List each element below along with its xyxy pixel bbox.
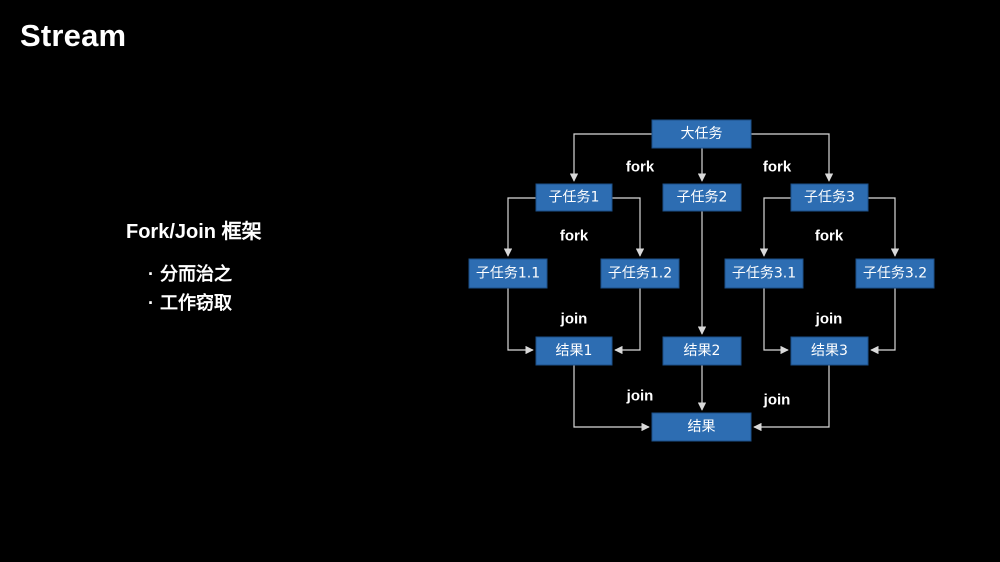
join-label: join — [626, 388, 654, 405]
node-box — [855, 258, 935, 289]
node-sub3: 子任务3 — [790, 183, 869, 212]
node-box — [790, 183, 869, 212]
node-box — [662, 183, 742, 212]
bullet-dot: · — [148, 293, 154, 313]
node-box — [651, 119, 752, 149]
edge-root-to-sub1 — [569, 133, 652, 182]
node-label: 结果3 — [811, 343, 848, 359]
node-box — [790, 336, 869, 366]
edge-res3-to-final — [753, 365, 830, 432]
node-box — [468, 258, 548, 289]
fork-label: fork — [560, 228, 589, 245]
node-res1: 结果1 — [535, 336, 613, 366]
node-res3: 结果3 — [790, 336, 869, 366]
edge-sub1-to-sub1-1 — [503, 197, 536, 257]
node-label: 结果2 — [684, 343, 721, 359]
node-box — [600, 258, 680, 289]
node-root: 大任务 — [651, 119, 752, 149]
bullet-item: · 工作窃取 — [148, 290, 232, 319]
node-label: 子任务3.1 — [732, 266, 796, 282]
node-sub3-1: 子任务3.1 — [724, 258, 804, 289]
edge-root-to-sub3 — [751, 133, 834, 182]
node-sub3-2: 子任务3.2 — [855, 258, 935, 289]
bullet-item: · 分而治之 — [148, 261, 232, 290]
bullet-list: · 分而治之 · 工作窃取 — [148, 261, 232, 319]
fork-label: fork — [815, 228, 844, 245]
edge-sub3-to-sub3-2 — [868, 197, 900, 257]
node-label: 结果 — [688, 419, 716, 435]
node-sub1: 子任务1 — [535, 183, 613, 212]
join-label: join — [560, 311, 588, 328]
edge-sub3-1-to-res3 — [763, 288, 789, 355]
slide-title: Stream — [20, 18, 127, 53]
join-label: join — [815, 311, 843, 328]
node-sub1-1: 子任务1.1 — [468, 258, 548, 289]
node-sub1-2: 子任务1.2 — [600, 258, 680, 289]
node-label: 子任务2 — [677, 190, 728, 206]
node-box — [535, 183, 613, 212]
node-box — [535, 336, 613, 366]
bullet-dot: · — [148, 264, 154, 284]
node-label: 结果1 — [556, 343, 593, 359]
join-label: join — [763, 392, 791, 409]
node-final: 结果 — [651, 412, 752, 442]
edge-sub3-to-sub3-1 — [759, 197, 791, 257]
node-res2: 结果2 — [662, 336, 742, 366]
node-label: 子任务3.2 — [863, 266, 927, 282]
edge-sub1-to-sub1-2 — [612, 197, 645, 257]
node-label: 子任务1 — [549, 190, 600, 206]
edge-sub1-1-to-res1 — [507, 288, 534, 355]
bullet-text: 工作窃取 — [160, 293, 232, 313]
edge-res1-to-final — [573, 365, 650, 432]
section-heading: Fork/Join 框架 — [126, 221, 262, 243]
node-label: 子任务1.1 — [476, 266, 540, 282]
node-label: 大任务 — [681, 126, 723, 142]
fork-label: fork — [763, 159, 792, 176]
bullet-text: 分而治之 — [160, 264, 232, 284]
node-box — [662, 336, 742, 366]
node-label: 子任务3 — [804, 190, 855, 206]
node-sub2: 子任务2 — [662, 183, 742, 212]
node-box — [651, 412, 752, 442]
node-box — [724, 258, 804, 289]
fork-label: fork — [626, 159, 655, 176]
edge-sub1-2-to-res1 — [614, 288, 641, 355]
edge-sub3-2-to-res3 — [870, 288, 896, 355]
node-label: 子任务1.2 — [608, 266, 672, 282]
